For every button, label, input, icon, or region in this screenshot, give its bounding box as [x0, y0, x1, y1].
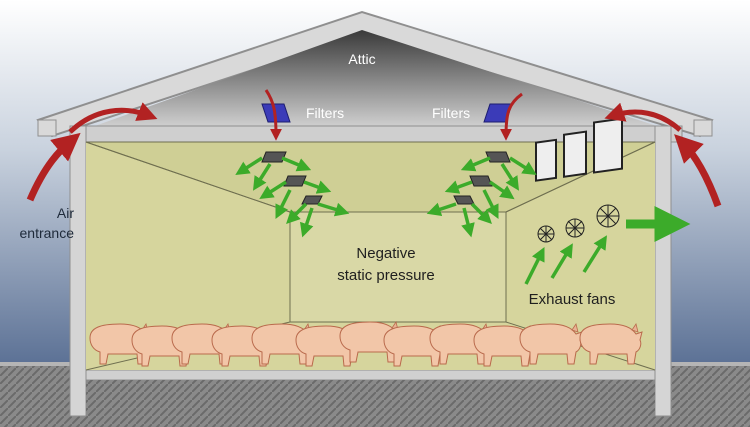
right-wall	[654, 125, 672, 417]
exhaust-fans-label: Exhaust fans	[529, 291, 616, 308]
negative-pressure-label-line2: static pressure	[337, 267, 435, 284]
air-entrance-label-line2: entrance	[20, 225, 75, 241]
manure-pit	[86, 380, 655, 416]
floor	[85, 369, 656, 381]
left-eave	[37, 119, 57, 137]
airflow-arrow-icon	[26, 89, 722, 208]
ceiling	[69, 125, 683, 143]
filters-label-right: Filters	[432, 105, 470, 121]
right-eave	[693, 119, 713, 137]
attic-space	[92, 30, 660, 127]
filters-label-left: Filters	[306, 105, 344, 121]
negative-pressure-label-line1: Negative	[356, 245, 415, 262]
left-wall	[69, 125, 87, 417]
perspective-line-tl	[85, 141, 291, 213]
perspective-line-tr	[505, 141, 656, 213]
inlet-vent-icon	[453, 151, 511, 205]
exhaust-fan-icon	[563, 130, 587, 238]
attic-label: Attic	[348, 51, 375, 67]
inlet-vent-icon	[261, 151, 323, 205]
air-entrance-label-line1: Air	[57, 205, 74, 221]
airflow-arrow-icon	[235, 156, 607, 285]
